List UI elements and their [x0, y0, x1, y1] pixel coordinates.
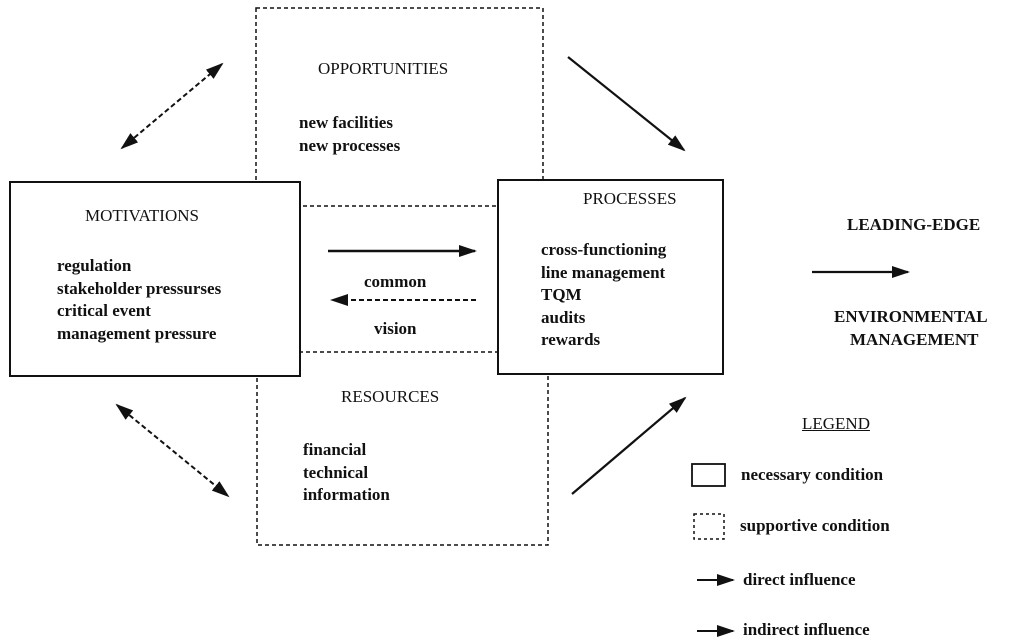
processes-list: cross-functioning line management TQM au…: [541, 239, 666, 352]
motivations-box: [9, 181, 301, 377]
list-item: technical: [303, 462, 369, 482]
list-item: financial: [303, 440, 367, 459]
legend-supportive-symbol: [693, 513, 725, 540]
double-arrow-bottom-left: [115, 403, 230, 498]
opportunities-box: [255, 7, 544, 207]
list-item: line management: [541, 262, 666, 282]
list-item: information: [303, 485, 390, 504]
motivations-list: regulation stakeholder pressurses critic…: [57, 255, 221, 345]
resources-box: [256, 351, 549, 546]
list-item: regulation: [57, 256, 132, 275]
arrow-resources-to-processes: [571, 396, 687, 495]
list-item: audits: [541, 307, 586, 327]
resources-title: RESOURCES: [341, 387, 440, 406]
vision-label: vision: [374, 319, 417, 338]
list-item: critical event: [57, 301, 151, 320]
list-item: stakeholder pressurses: [57, 278, 222, 298]
arrow-opportunities-to-processes: [567, 56, 686, 152]
processes-box: [497, 179, 724, 375]
list-item: rewards: [541, 330, 601, 349]
legend-necessary-symbol: [691, 463, 726, 487]
list-item: management pressure: [57, 323, 217, 343]
processes-title: PROCESSES: [583, 189, 677, 208]
list-item: TQM: [541, 285, 582, 304]
list-item: cross-functioning: [541, 240, 667, 259]
motivations-title: MOTIVATIONS: [85, 206, 199, 225]
opportunities-title: OPPORTUNITIES: [318, 59, 449, 78]
list-item: new facilities: [299, 113, 393, 132]
outcome-leading-edge: LEADING-EDGE: [847, 215, 981, 234]
outcome-management: MANAGEMENT: [850, 330, 979, 349]
legend-necessary-label: necessary condition: [741, 465, 884, 484]
legend-direct-label: direct influence: [743, 570, 856, 589]
opportunities-list: new facilities new processes: [299, 112, 400, 157]
legend-supportive-label: supportive condition: [740, 516, 890, 535]
resources-list: financial technical information: [303, 439, 390, 507]
outcome-environmental: ENVIRONMENTAL: [834, 307, 988, 326]
legend-title: LEGEND: [802, 414, 870, 433]
list-item: new processes: [299, 135, 401, 155]
double-arrow-top-left: [120, 62, 224, 150]
common-label: common: [364, 272, 427, 291]
legend-indirect-label: indirect influence: [743, 620, 870, 639]
